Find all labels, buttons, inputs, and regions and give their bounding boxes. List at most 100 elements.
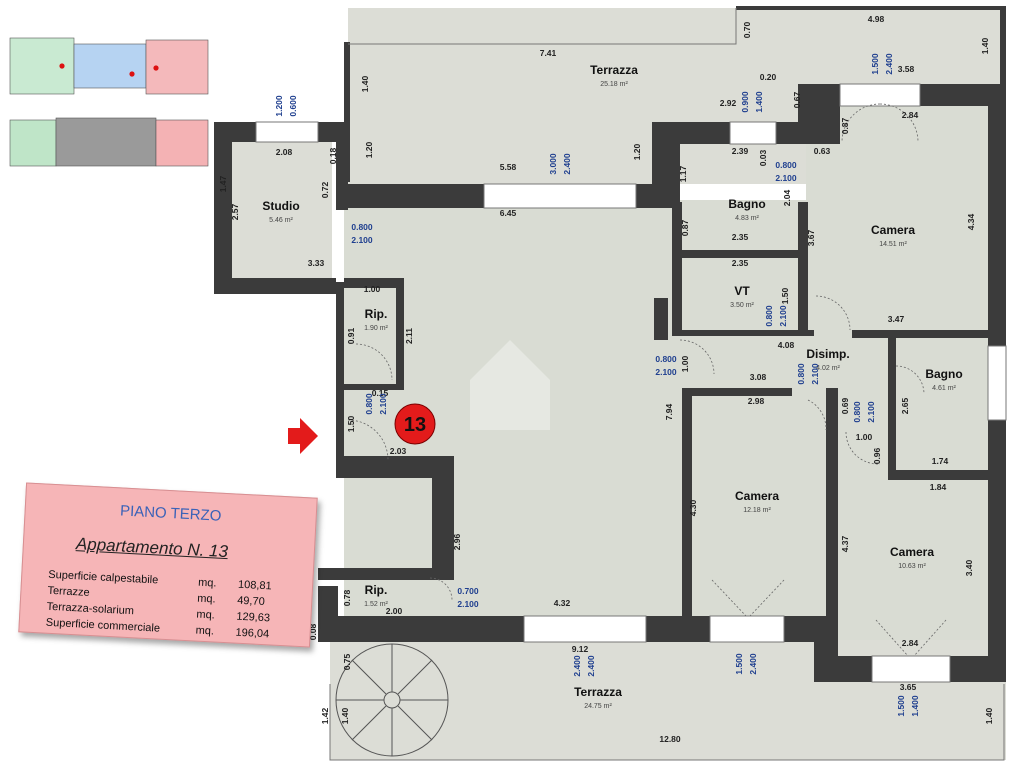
dimension: 2.35: [732, 232, 749, 242]
room-name-terrazza-bottom: Terrazza: [574, 685, 622, 699]
dimension: 1.00: [680, 355, 690, 372]
watermark-logo: [470, 340, 550, 430]
window-height: 1.400: [754, 91, 764, 113]
room-name-disimp: Disimp.: [806, 347, 849, 361]
dimension: 1.50: [346, 415, 356, 432]
window-width: 0.800: [351, 222, 373, 232]
dimension: 1.84: [930, 482, 947, 492]
dimension: 2.98: [748, 396, 765, 406]
dimension: 1.40: [340, 707, 350, 724]
dimension: 1.42: [320, 707, 330, 724]
room-name-terrazza-top: Terrazza: [590, 63, 638, 77]
dimension: 4.37: [840, 535, 850, 552]
window-height: 2.400: [562, 153, 572, 175]
window-width: 0.800: [655, 354, 677, 364]
window-height: 2.100: [778, 305, 788, 327]
window-height: 2.100: [775, 173, 797, 183]
dimension: 0.70: [742, 21, 752, 38]
floor-key-plan: [9, 37, 209, 95]
dimension: 4.32: [554, 598, 571, 608]
dimension: 1.00: [856, 432, 873, 442]
room-labels: Terrazza 25.18 m² Studio 5.46 m² Bagno 4…: [262, 63, 962, 710]
row-value: 49,70: [236, 594, 266, 609]
dimension: 4.98: [868, 14, 885, 24]
dimension: 0.03: [758, 149, 768, 166]
room-name-rip-top: Rip.: [365, 307, 388, 321]
window-width: 1.500: [896, 695, 906, 717]
dimension: 1.17: [678, 165, 688, 182]
dimension: 0.78: [342, 589, 352, 606]
row-label: Superficie calpestabile: [48, 568, 159, 587]
window-height: 2.100: [457, 599, 479, 609]
dimension: 0.63: [814, 146, 831, 156]
dimension: 3.65: [900, 682, 917, 692]
apartment-label: Appartamento N. 13: [75, 534, 229, 562]
unit-badge-number: 13: [404, 414, 426, 436]
dimension: 3.33: [308, 258, 325, 268]
dimension: 2.84: [902, 638, 919, 648]
dimension: 2.39: [732, 146, 749, 156]
room-area-vt: 3.50 m²: [730, 302, 754, 309]
unit-badge: 13: [394, 403, 436, 445]
window-height: 2.100: [655, 367, 677, 377]
dimension: 1.40: [360, 75, 370, 92]
dimension: 2.03: [390, 446, 407, 456]
window-width: 3.000: [548, 153, 558, 175]
dimension: 1.40: [980, 37, 990, 54]
window-width: 0.800: [764, 305, 774, 327]
dimension: 2.92: [720, 98, 737, 108]
room-name-studio: Studio: [262, 199, 299, 213]
location-thumbnails: [9, 37, 209, 167]
room-name-camera-right: Camera: [890, 545, 934, 559]
building-key-plan: [9, 117, 209, 167]
dimension: 1.50: [780, 287, 790, 304]
dimension: 4.30: [688, 499, 698, 516]
dimension: 1.40: [984, 707, 994, 724]
dimension: 1.00: [364, 284, 381, 294]
dimension: 2.08: [276, 147, 293, 157]
door-swings: [347, 103, 947, 657]
dimension: 1.47: [218, 175, 228, 192]
dimension: 2.04: [782, 189, 792, 206]
dimension: 7.41: [540, 48, 557, 58]
dimension: 9.12: [572, 644, 589, 654]
window-width: 1.500: [734, 653, 744, 675]
dimension: 1.20: [364, 141, 374, 158]
dimension: 0.87: [840, 117, 850, 134]
dimension: 6.45: [500, 208, 517, 218]
room-area-bagno-top: 4.83 m²: [735, 215, 759, 222]
dimension: 1.74: [932, 456, 949, 466]
window-height: 2.400: [586, 655, 596, 677]
dimension: 2.84: [902, 110, 919, 120]
window-width: 1.200: [274, 95, 284, 117]
room-area-bagno-right: 4.61 m²: [932, 385, 956, 392]
dimension: 0.08: [308, 623, 318, 640]
dimension: 3.67: [806, 229, 816, 246]
dimension: 3.40: [964, 559, 974, 576]
window-width: 0.900: [740, 91, 750, 113]
room-area-rip-top: 1.90 m²: [364, 325, 388, 332]
room-area-camera-mid: 12.18 m²: [743, 507, 771, 514]
dimension: 0.72: [320, 181, 330, 198]
row-label: Superficie commerciale: [45, 616, 161, 635]
dimension-labels: 4.98 0.70 1.40 7.41 1.40 0.20 3.58 2.92 …: [218, 14, 994, 744]
room-name-camera-mid: Camera: [735, 489, 779, 503]
surface-row: Superficie calpestabile mq. 108,81: [48, 569, 289, 593]
dimension: 1.20: [632, 143, 642, 160]
row-value: 108,81: [237, 578, 272, 593]
dimension: 12.80: [659, 734, 681, 744]
room-name-bagno-right: Bagno: [925, 367, 962, 381]
dimension: 3.08: [750, 372, 767, 382]
dimension: 0.91: [346, 327, 356, 344]
room-area-rip-bottom: 1.52 m²: [364, 601, 388, 608]
dimension: 0.87: [680, 219, 690, 236]
floor-label: PIANO TERZO: [119, 502, 222, 525]
window-width: 0.800: [796, 363, 806, 385]
dimension: 2.35: [732, 258, 749, 268]
dimension: 2.57: [230, 203, 240, 220]
window-height: 2.100: [351, 235, 373, 245]
window-width: 0.700: [457, 586, 479, 596]
window-height: 2.400: [748, 653, 758, 675]
room-name-bagno-top: Bagno: [728, 197, 765, 211]
